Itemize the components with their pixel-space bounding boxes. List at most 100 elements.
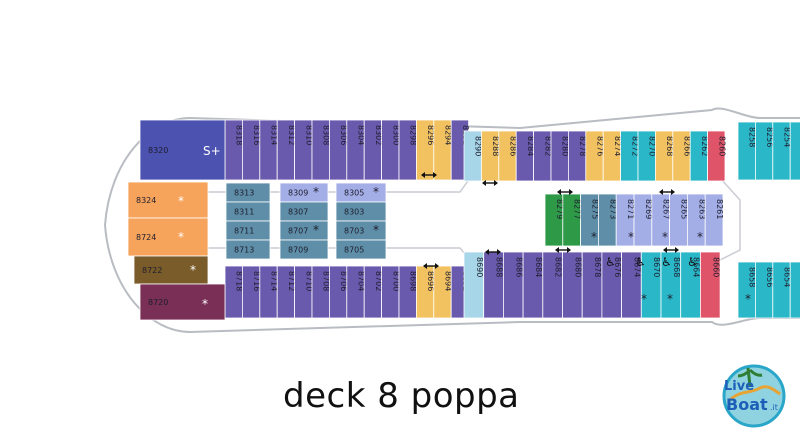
cabin-8710: 8710: [294, 265, 313, 319]
cabin-8682: 8682: [542, 251, 563, 319]
cabin-8258-label: 8258: [748, 127, 757, 147]
cabin-8670-label: 8670: [652, 257, 661, 277]
inner-8279: 8279: [544, 193, 564, 247]
inner-8309-label: 8309: [288, 189, 308, 198]
cabin-8282: 8282: [533, 130, 552, 182]
cabin-8282-label: 8282: [543, 136, 552, 156]
wheelchair-icon: ♿: [661, 255, 672, 269]
deck-caption: deck 8 poppa: [283, 376, 520, 416]
inner-8713: 8713: [225, 239, 271, 260]
wheelchair-icon: ♿: [605, 255, 616, 269]
inner-8263-label: 8263: [697, 199, 706, 219]
liveboat-logo: Live Boat .it: [722, 364, 786, 428]
cabin-8276-label: 8276: [596, 136, 605, 156]
cabin-8700-label: 8700: [391, 271, 400, 291]
cabin-8256: 8256: [755, 121, 774, 181]
cabin-8714: 8714: [259, 265, 279, 319]
cabin-8712: 8712: [276, 265, 296, 319]
double-arrow-icon: [663, 247, 679, 253]
inner-8307-label: 8307: [288, 208, 308, 217]
cabin-8694-label: 8694: [444, 271, 453, 291]
cabin-8270: 8270: [637, 130, 657, 182]
cabin-8710-label: 8710: [304, 271, 313, 291]
cabin-8280-label: 8280: [561, 136, 570, 156]
inner-8705-label: 8705: [344, 246, 364, 255]
suite-8324-star: *: [178, 194, 184, 208]
cabin-8676-label: 8676: [613, 257, 622, 277]
cabin-8252: 8252: [789, 121, 800, 181]
inner-8309: 8309 *: [279, 182, 329, 203]
cabin-8304: 8304: [346, 119, 366, 181]
suite-8722-label: 8722: [142, 266, 162, 275]
cabin-8718: 8718: [224, 265, 244, 319]
suite-8720: 8720*: [139, 283, 226, 321]
cabin-8706-label: 8706: [339, 271, 348, 291]
cabin-8260-label: 8260: [717, 136, 726, 156]
cabin-8668: 8668: [660, 251, 682, 319]
suite-8324-block: [127, 181, 209, 219]
cabin-8308-label: 8308: [322, 125, 331, 145]
inner-8709-label: 8709: [288, 246, 308, 255]
cabin-8704-label: 8704: [357, 271, 366, 291]
double-arrow-icon: [421, 172, 437, 178]
inner-8709-block: [279, 239, 329, 260]
cabin-8680-label: 8680: [573, 257, 582, 277]
cabin-star: *: [667, 292, 673, 306]
cabin-8306: 8306: [328, 119, 348, 181]
cabin-star: *: [745, 292, 751, 306]
cabin-8706: 8706: [328, 265, 348, 319]
cabin-8268-label: 8268: [665, 136, 674, 156]
cabin-8272: 8272: [620, 130, 639, 182]
inner-8705: 8705: [335, 239, 387, 260]
cabin-8254: 8254: [772, 121, 792, 181]
cabin-8316: 8316: [241, 119, 261, 181]
inner-8305-label: 8305: [344, 189, 364, 198]
cabin-8682-label: 8682: [554, 257, 563, 277]
cabin-8696: 8696: [415, 265, 435, 319]
cabin-8302-label: 8302: [374, 125, 383, 145]
inner-8703-label: 8703: [344, 227, 364, 236]
inner-8711: 8711: [225, 220, 271, 241]
cabin-8656-label: 8656: [765, 267, 774, 287]
inner-8277: 8277: [562, 193, 582, 247]
cabin-8266-label: 8266: [683, 136, 692, 156]
suite-8724: 8724*: [127, 217, 209, 257]
suite-8320-block: [139, 119, 226, 181]
cabin-8660: 8660: [700, 251, 721, 319]
inner-8267-label: 8267: [662, 199, 671, 219]
cabin-8708-label: 8708: [322, 271, 331, 291]
suite-8722-block: [133, 255, 209, 285]
cabin-8680: 8680: [562, 251, 583, 319]
cabin-8256-label: 8256: [765, 127, 774, 147]
inner-8705-block: [335, 239, 387, 260]
inner-8707-label: 8707: [288, 227, 308, 236]
suite-8722-star: *: [190, 263, 196, 277]
inner-8261-block: [704, 193, 724, 247]
double-arrow-icon: [482, 180, 498, 186]
cabin-8702: 8702: [363, 265, 383, 319]
cabin-8278-label: 8278: [578, 136, 587, 156]
wheelchair-icon: ♿: [635, 255, 646, 269]
cabin-8674: 8674: [621, 251, 642, 319]
cabin-8678-label: 8678: [593, 257, 602, 277]
cabin-8262-label: 8262: [700, 136, 709, 156]
inner-8303-label: 8303: [344, 208, 364, 217]
inner-8311-label: 8311: [234, 208, 254, 217]
cabin-8700: 8700: [381, 265, 400, 319]
cabin-8288-label: 8288: [491, 136, 500, 156]
inner-8269: 8269: [633, 193, 653, 247]
cabin-8258: 8258: [737, 121, 757, 181]
inner-8271-label: 8271: [626, 199, 635, 219]
inner-8309-star: *: [313, 185, 319, 199]
cabin-8260: 8260: [707, 130, 726, 182]
cabin-8290: 8290: [463, 130, 483, 182]
svg-text:Live: Live: [724, 379, 754, 394]
cabin-8678: 8678: [581, 251, 603, 319]
cabin-8318: 8318: [224, 119, 244, 181]
cabin-8300: 8300: [381, 119, 400, 181]
cabin-8658: 8658: [737, 261, 757, 319]
cabin-8310-label: 8310: [304, 125, 313, 145]
cabin-8274-label: 8274: [613, 136, 622, 156]
cabin-8716-label: 8716: [252, 271, 261, 291]
